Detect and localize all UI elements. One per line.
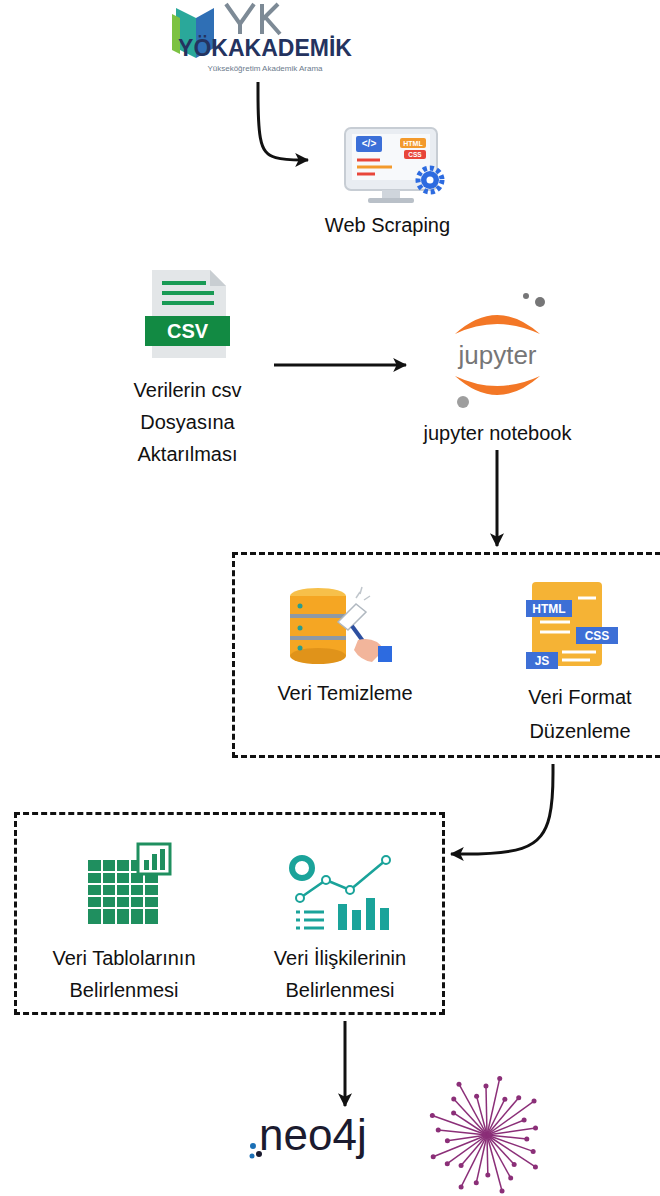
icon-tag: JS xyxy=(535,655,550,667)
icon-tag: HTML xyxy=(532,603,565,615)
icon-tag: HTML xyxy=(403,140,422,147)
node-text: Verilerin csv Dosyasına Aktarılması xyxy=(105,374,270,470)
flow-arrow xyxy=(258,82,308,160)
process-node: Veri Format Düzenleme xyxy=(505,580,655,748)
csv-file-icon xyxy=(145,270,230,358)
process-node: Veri Temizleme xyxy=(250,590,440,706)
icon-tag: </> xyxy=(362,139,376,149)
table-icon xyxy=(88,844,170,924)
node-text: CSV xyxy=(105,316,270,346)
node-text: Veri Format Düzenleme xyxy=(505,680,655,748)
node-text: neo4j xyxy=(259,1110,405,1160)
format-icon xyxy=(526,582,618,669)
icon-tag: CSS xyxy=(408,151,421,158)
process-node: Web Scraping xyxy=(310,118,465,240)
node-text: Veri İlişkilerinin Belirlenmesi xyxy=(240,942,440,1006)
step-group: Veri Temizleme Veri Format Düzenleme xyxy=(232,552,660,758)
process-node: Veri Tablolarının Belirlenmesi xyxy=(24,875,224,1006)
web-scraping-icon xyxy=(345,128,442,203)
step-group: Veri Tablolarının BelirlenmesiVeri İlişk… xyxy=(14,812,445,1015)
node-text: Web Scraping xyxy=(310,210,465,240)
graph-starburst xyxy=(430,1076,538,1194)
node-text: YÖKAKADEMİK xyxy=(170,34,360,62)
node-text: jupyter xyxy=(410,340,585,370)
relations-icon xyxy=(292,856,390,930)
logo-node: YÖKAKADEMİK Yükseköğretim Akademik Arama xyxy=(170,34,360,74)
node-text: jupyter notebook xyxy=(410,420,585,446)
node-text: Yükseköğretim Akademik Arama xyxy=(170,64,360,74)
process-node: Veri İlişkilerinin Belirlenmesi xyxy=(240,875,440,1006)
flow-arrow xyxy=(451,764,553,854)
flow-arrow xyxy=(496,450,499,546)
flow-arrow xyxy=(344,1021,347,1106)
database-node: neo4j xyxy=(245,1110,405,1160)
data-cleaning-icon xyxy=(290,587,392,664)
node-text: Veri Temizleme xyxy=(250,680,440,706)
process-node: jupyter jupyter notebook xyxy=(410,300,585,446)
icon-tag: CSS xyxy=(585,630,610,642)
process-node: CSV Verilerin csv Dosyasına Aktarılması xyxy=(105,268,270,470)
node-text: Veri Tablolarının Belirlenmesi xyxy=(24,942,224,1006)
flow-arrow xyxy=(274,364,406,367)
